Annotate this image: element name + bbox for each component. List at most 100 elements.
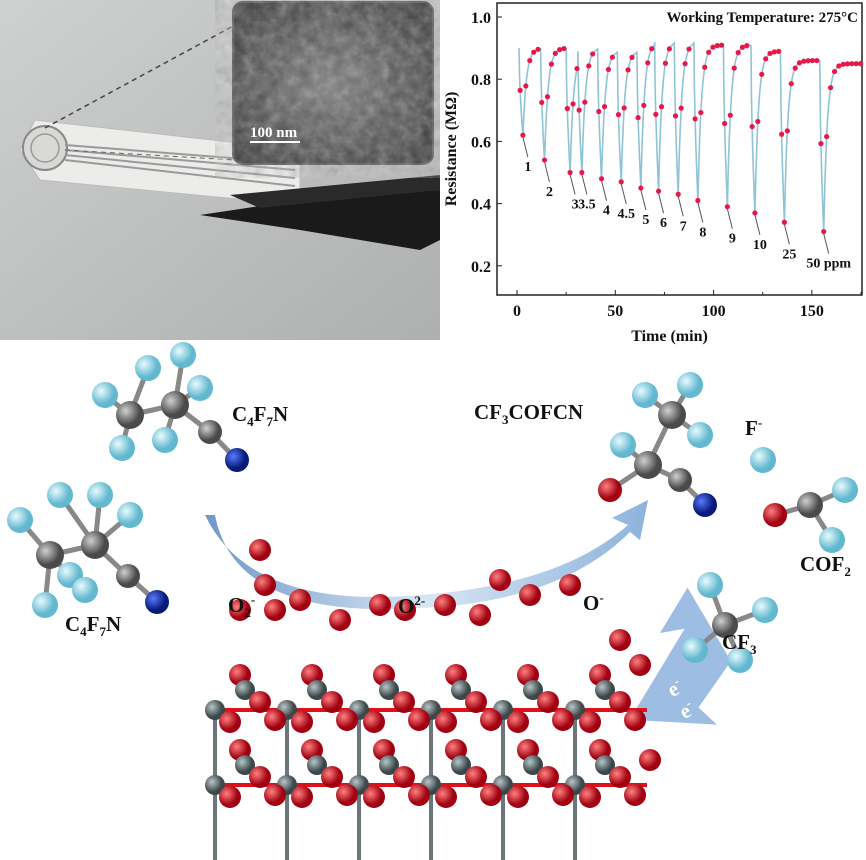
data-point xyxy=(552,50,558,56)
oxygen-atom xyxy=(219,711,241,733)
ppm-label: 2 xyxy=(546,185,553,200)
oxygen-atom xyxy=(489,569,511,591)
carbon-atom xyxy=(634,451,662,479)
data-point xyxy=(605,66,612,73)
carbon-atom xyxy=(198,420,222,444)
oxygen-atom xyxy=(465,766,487,788)
metal-atom xyxy=(235,680,255,700)
oxygen-atom xyxy=(369,594,391,616)
data-point xyxy=(755,118,761,125)
gas-molecules xyxy=(7,342,858,673)
oxygen-atom xyxy=(552,709,574,731)
fluorine-atom xyxy=(109,435,135,461)
oxygen-atom xyxy=(249,539,271,561)
oxygen-atom xyxy=(219,786,241,808)
data-point xyxy=(805,58,811,64)
data-point xyxy=(702,64,708,70)
oxygen-atom xyxy=(435,711,457,733)
fluorine-atom xyxy=(152,427,178,453)
reaction-arrow xyxy=(205,500,648,610)
oxygen-atom xyxy=(363,711,385,733)
oxygen-atom xyxy=(465,691,487,713)
data-point xyxy=(784,128,790,134)
data-point xyxy=(666,46,672,52)
oxygen-atom xyxy=(624,784,646,806)
oxygen-atom xyxy=(393,766,415,788)
data-point xyxy=(653,111,659,117)
metal-atom xyxy=(523,680,543,700)
data-point xyxy=(621,105,627,111)
data-point xyxy=(724,204,730,210)
label-c4f7n-top: C4F7N xyxy=(232,402,289,430)
data-point xyxy=(752,210,758,216)
oxygen-atom xyxy=(264,709,286,731)
sem-inset: 100 nm xyxy=(232,1,434,165)
data-point xyxy=(710,44,716,50)
nitrogen-atom xyxy=(225,448,249,472)
ppm-label: 8 xyxy=(699,225,706,240)
fluorine-atom xyxy=(750,447,776,473)
oxygen-atom xyxy=(264,599,286,621)
ppm-label: 5 xyxy=(642,213,649,228)
data-point xyxy=(596,108,602,115)
data-point xyxy=(615,112,622,118)
metal-atom xyxy=(205,700,225,720)
label-cf3: CF3 xyxy=(722,630,757,658)
data-point xyxy=(706,49,712,55)
oxygen-atom xyxy=(609,629,631,651)
oxygen-atom xyxy=(609,766,631,788)
x-tick-label: 100 xyxy=(702,303,726,320)
data-point xyxy=(598,176,605,182)
plot-frame xyxy=(496,2,863,296)
data-point xyxy=(548,61,555,67)
fluorine-atom xyxy=(87,482,113,508)
data-point xyxy=(544,94,551,100)
data-point xyxy=(727,112,733,118)
metal-atom xyxy=(379,680,399,700)
data-point xyxy=(609,54,615,60)
data-point xyxy=(682,61,688,67)
fluorine-atom xyxy=(72,577,98,603)
data-point xyxy=(779,131,785,137)
oxygen-atom xyxy=(291,786,313,808)
data-point xyxy=(844,61,851,67)
data-point xyxy=(771,49,777,55)
data-point xyxy=(576,107,582,113)
label-oxide: O2- xyxy=(398,593,426,618)
carbon-atom xyxy=(797,492,823,518)
reaction-diagram xyxy=(7,342,858,860)
metal-atom xyxy=(595,755,615,775)
oxygen-atom xyxy=(552,784,574,806)
data-point xyxy=(749,123,755,130)
fluorine-atom xyxy=(752,597,778,623)
data-point xyxy=(698,109,704,116)
data-point xyxy=(645,60,651,66)
fluorine-atom xyxy=(92,382,118,408)
oxygen-atom xyxy=(249,766,271,788)
ppm-label-leader xyxy=(601,180,608,201)
ppm-label-leader xyxy=(783,224,790,245)
fluorine-atom xyxy=(187,375,213,401)
data-point xyxy=(590,51,596,57)
ppm-label-leader xyxy=(581,174,588,195)
oxygen-atom xyxy=(249,691,271,713)
carbon-atom xyxy=(116,564,140,588)
ppm-label: 9 xyxy=(729,232,736,247)
data-point xyxy=(523,83,529,89)
fluorine-atom xyxy=(7,507,33,533)
oxygen-atom xyxy=(598,478,622,502)
fluorine-atom xyxy=(687,422,713,448)
oxygen-atom xyxy=(291,711,313,733)
fluorine-atom xyxy=(117,502,143,528)
data-point xyxy=(840,61,846,67)
oxygen-atom xyxy=(519,584,541,606)
data-point xyxy=(561,45,567,52)
carbon-atom xyxy=(36,541,64,569)
y-tick-label: 0.2 xyxy=(471,259,491,276)
oxygen-atom xyxy=(624,709,646,731)
data-point xyxy=(818,141,824,147)
ppm-label-leader xyxy=(544,161,551,183)
electron-transfer-arrow xyxy=(629,587,731,725)
data-point xyxy=(629,54,635,60)
label-cof2: COF2 xyxy=(800,552,851,580)
